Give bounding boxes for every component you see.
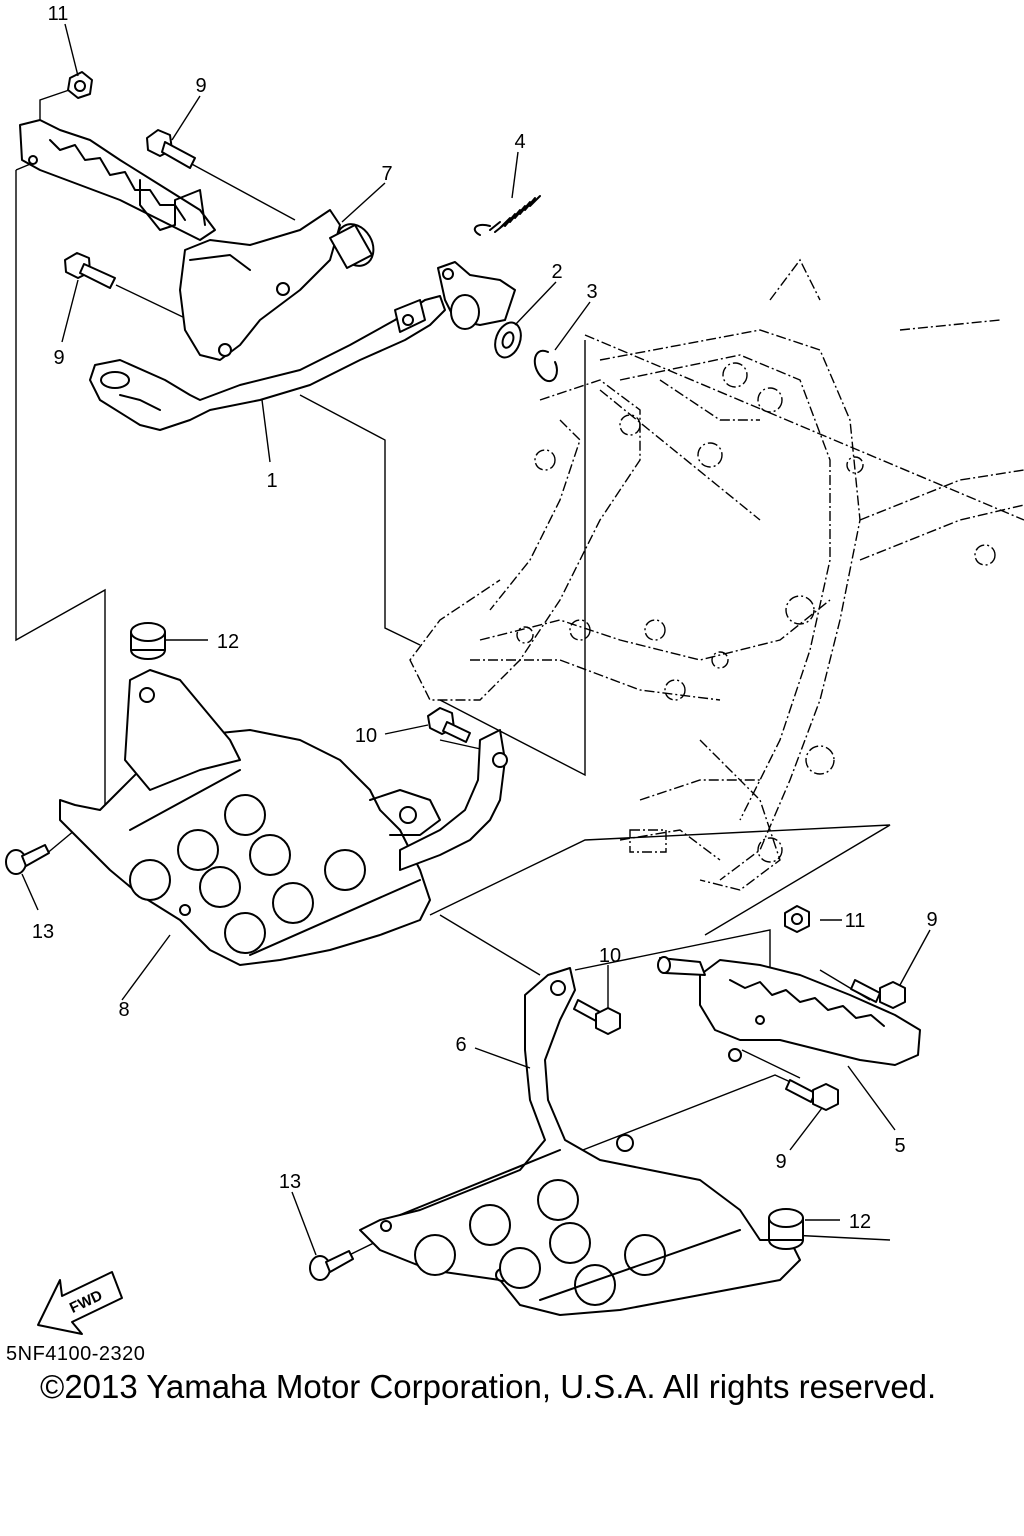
part-6-right-footrest <box>359 967 801 1316</box>
part-11-nut-and-footpeg <box>19 71 216 241</box>
callout-10-right: 10 <box>599 945 621 967</box>
frame-outline <box>409 258 1024 891</box>
part-8-left-footrest <box>59 669 508 966</box>
callout-5: 5 <box>894 1135 905 1157</box>
nut-11-right <box>784 905 810 933</box>
bolt-9-upper <box>146 129 196 169</box>
callouts: 11 9 4 7 2 3 9 1 12 10 13 11 9 10 8 6 5 <box>21 3 938 1256</box>
part-12-grommet-left <box>130 622 166 660</box>
callout-9-top: 9 <box>195 75 206 97</box>
bolt-10-right <box>573 999 621 1035</box>
callout-3: 3 <box>586 281 597 303</box>
part-1-brake-pedal <box>89 261 516 431</box>
bolt-13-left <box>5 844 50 875</box>
part-3-clip <box>533 349 558 383</box>
callout-4: 4 <box>514 131 525 153</box>
callout-12-left: 12 <box>217 631 239 653</box>
part-4-spring <box>473 195 541 236</box>
bolt-9-right-upper <box>850 979 906 1009</box>
copyright-notice: ©2013 Yamaha Motor Corporation, U.S.A. A… <box>40 1368 937 1405</box>
callout-12-right: 12 <box>849 1211 871 1233</box>
part-5-right-footpeg <box>657 956 921 1066</box>
part-7-bracket <box>179 209 375 361</box>
callout-8: 8 <box>118 999 129 1021</box>
callout-9-right-bottom: 9 <box>775 1151 786 1173</box>
callout-2: 2 <box>551 261 562 283</box>
callout-1: 1 <box>266 470 277 492</box>
callout-10-left: 10 <box>355 725 377 747</box>
callout-11-top: 11 <box>48 3 69 25</box>
fwd-arrow-icon: FWD <box>37 1271 123 1335</box>
callout-7: 7 <box>381 163 392 185</box>
part-code: 5NF4100-2320 <box>6 1343 146 1365</box>
callout-13-right: 13 <box>279 1171 301 1193</box>
callout-9-mid: 9 <box>53 347 64 369</box>
callout-9-right-top: 9 <box>926 909 937 931</box>
bolt-9-lower <box>64 252 116 289</box>
bolt-10-left <box>427 707 471 743</box>
part-2-washer <box>494 321 522 359</box>
callout-6: 6 <box>455 1034 466 1056</box>
bolt-13-right <box>309 1250 354 1281</box>
callout-13-left: 13 <box>32 921 54 943</box>
bolt-9-right-lower <box>785 1079 839 1111</box>
callout-11-right: 11 <box>845 910 866 932</box>
part-12-grommet-right <box>768 1208 804 1250</box>
